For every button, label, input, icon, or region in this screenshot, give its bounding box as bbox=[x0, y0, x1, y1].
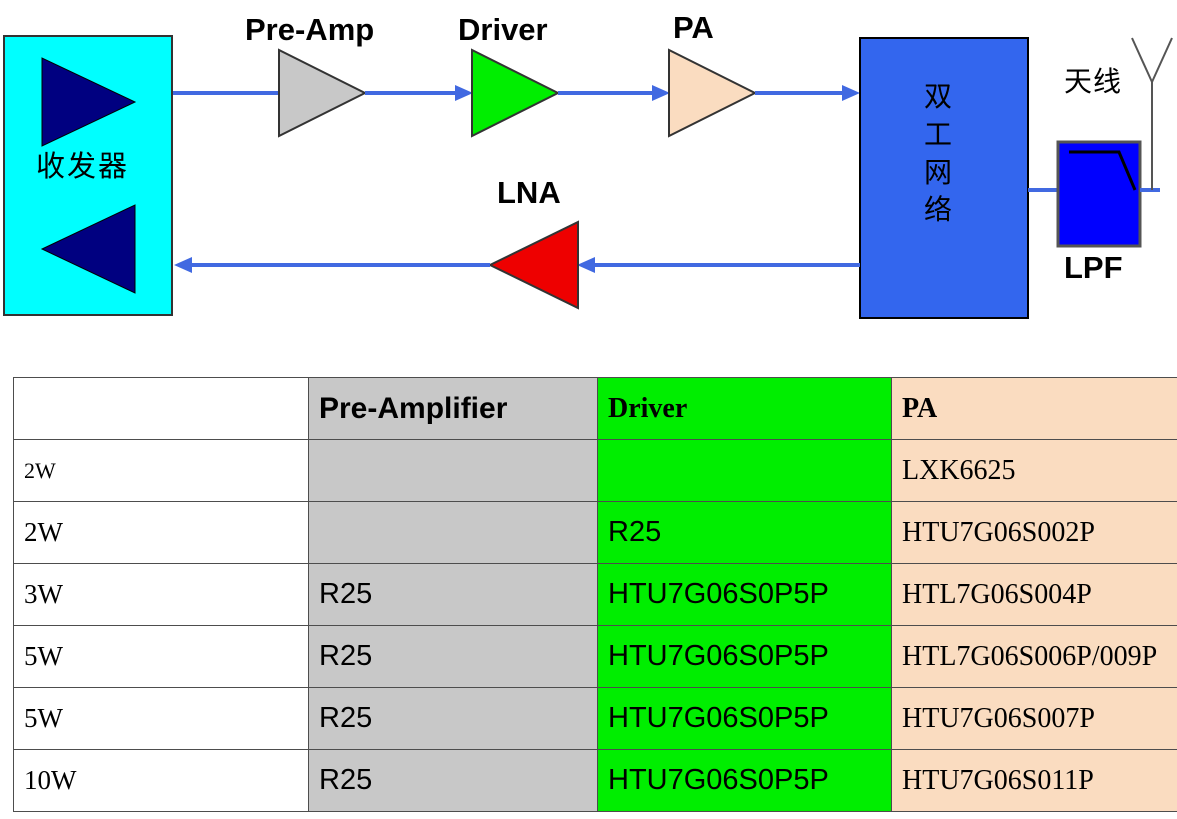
antenna-right-element-icon bbox=[1151, 37, 1173, 83]
table-row: 3W R25 HTU7G06S0P5P HTL7G06S004P bbox=[13, 563, 1177, 626]
cell-driver: HTU7G06S0P5P bbox=[597, 625, 892, 688]
part-number-table: Pre-Amplifier Driver PA 2W LXK6625 2W R2… bbox=[13, 377, 1177, 812]
cell-power: 2W bbox=[13, 439, 309, 502]
tx-arrowhead-duplexer bbox=[842, 85, 860, 101]
cell-power: 10W bbox=[13, 749, 309, 812]
cell-pa: LXK6625 bbox=[891, 439, 1177, 502]
cell-power: 3W bbox=[13, 563, 309, 626]
cell-driver: HTU7G06S0P5P bbox=[597, 749, 892, 812]
duplexer-label-char: 网 bbox=[923, 155, 952, 189]
duplexer-block bbox=[859, 37, 1029, 319]
antenna-left-element-icon bbox=[1131, 37, 1153, 83]
header-cell-pre-amplifier: Pre-Amplifier bbox=[308, 377, 598, 440]
cell-pre-amplifier bbox=[308, 501, 598, 564]
header-cell-power bbox=[13, 377, 309, 440]
rx-arrowhead-transceiver bbox=[174, 257, 192, 273]
table-row: 2W LXK6625 bbox=[13, 439, 1177, 502]
cell-pa: HTL7G06S004P bbox=[891, 563, 1177, 626]
transceiver-label: 收发器 bbox=[36, 149, 130, 183]
driver-triangle-icon bbox=[471, 48, 561, 138]
receive-arrow-icon bbox=[40, 204, 136, 294]
tx-arrowhead-driver bbox=[455, 85, 473, 101]
cell-driver: HTU7G06S0P5P bbox=[597, 563, 892, 626]
cell-pa: HTL7G06S006P/009P bbox=[891, 625, 1177, 688]
cell-power: 5W bbox=[13, 687, 309, 750]
driver-label: Driver bbox=[458, 12, 548, 47]
pa-triangle-icon bbox=[668, 48, 758, 138]
cell-pre-amplifier: R25 bbox=[308, 687, 598, 750]
table-row: 5W R25 HTU7G06S0P5P HTL7G06S006P/009P bbox=[13, 625, 1177, 688]
header-cell-driver: Driver bbox=[597, 377, 892, 440]
lpf-block bbox=[1056, 140, 1142, 248]
transmit-arrow-icon bbox=[41, 57, 137, 147]
cell-power: 5W bbox=[13, 625, 309, 688]
diagram-canvas bbox=[3, 35, 1173, 319]
preamp-label: Pre-Amp bbox=[245, 12, 375, 47]
lna-triangle-icon bbox=[487, 220, 579, 310]
duplexer-label-char: 络 bbox=[923, 193, 952, 227]
cell-driver: R25 bbox=[597, 501, 892, 564]
lna-label: LNA bbox=[497, 175, 561, 210]
cell-power: 2W bbox=[13, 501, 309, 564]
cell-pa: HTU7G06S002P bbox=[891, 501, 1177, 564]
cell-pa: HTU7G06S011P bbox=[891, 749, 1177, 812]
cell-driver: HTU7G06S0P5P bbox=[597, 687, 892, 750]
cell-pre-amplifier: R25 bbox=[308, 563, 598, 626]
cell-driver bbox=[597, 439, 892, 502]
duplexer-label-char: 工 bbox=[923, 117, 952, 151]
table-row: 2W R25 HTU7G06S002P bbox=[13, 501, 1177, 564]
table-header-row: Pre-Amplifier Driver PA bbox=[13, 377, 1177, 440]
antenna-label: 天线 bbox=[1064, 65, 1123, 98]
rx-arrowhead-lna bbox=[577, 257, 595, 273]
header-cell-pa: PA bbox=[891, 377, 1177, 440]
lpf-label: LPF bbox=[1064, 250, 1123, 285]
table-row: 5W R25 HTU7G06S0P5P HTU7G06S007P bbox=[13, 687, 1177, 750]
pa-label: PA bbox=[673, 10, 714, 45]
rf-front-end-block-diagram: Pre-Amp Driver PA LNA LPF 收发器 天线 双 工 网 络 bbox=[0, 0, 1177, 365]
duplexer-label: 双 工 网 络 bbox=[918, 78, 958, 229]
cell-pa: HTU7G06S007P bbox=[891, 687, 1177, 750]
cell-pre-amplifier bbox=[308, 439, 598, 502]
cell-pre-amplifier: R25 bbox=[308, 749, 598, 812]
duplexer-label-char: 双 bbox=[923, 80, 952, 113]
cell-pre-amplifier: R25 bbox=[308, 625, 598, 688]
lpf-response-curve-icon bbox=[1069, 150, 1137, 191]
preamp-triangle-icon bbox=[278, 48, 368, 138]
tx-arrowhead-pa bbox=[652, 85, 670, 101]
table-row: 10W R25 HTU7G06S0P5P HTU7G06S011P bbox=[13, 749, 1177, 812]
